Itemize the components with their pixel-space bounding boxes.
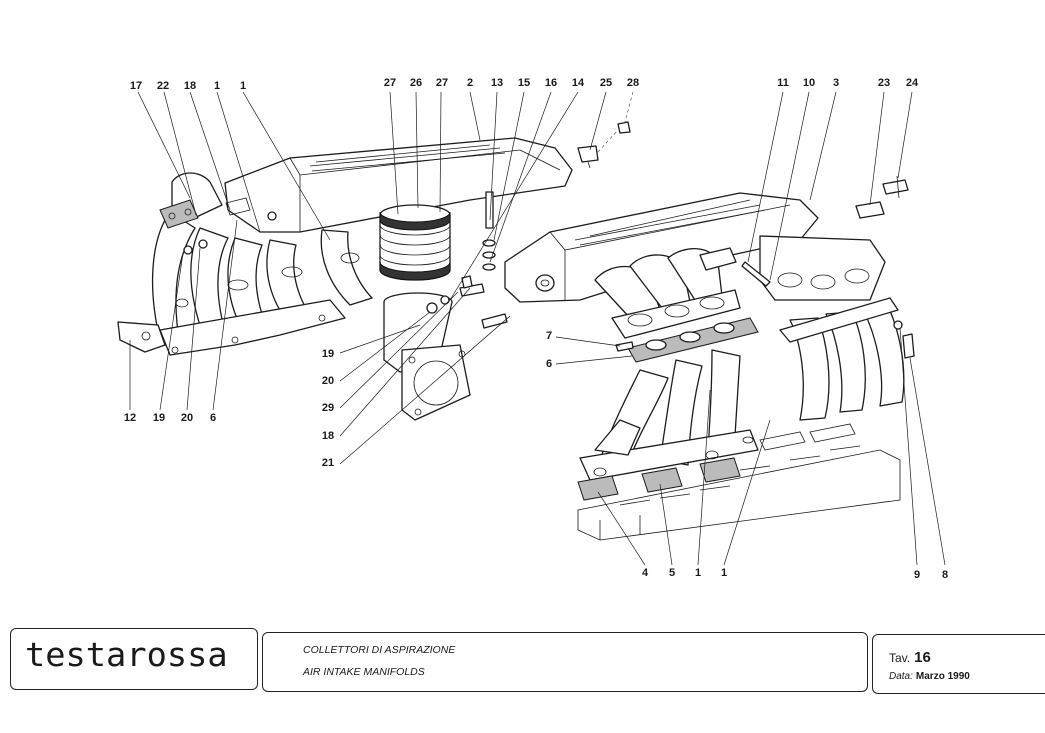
callout-14: 14 (571, 77, 585, 89)
callout-24: 24 (905, 77, 919, 89)
callout-6: 6 (545, 358, 553, 370)
date-value: Marzo 1990 (915, 671, 970, 682)
rubber-bellows-and-clamps (379, 204, 451, 281)
callout-1: 1 (694, 567, 702, 579)
callout-28: 28 (626, 77, 640, 89)
callout-10: 10 (802, 77, 816, 89)
callout-27: 27 (435, 77, 449, 89)
callout-2: 2 (466, 77, 474, 89)
callout-11: 11 (777, 77, 789, 89)
leader-lines (129, 91, 946, 566)
callout-1: 1 (213, 80, 221, 92)
cylinder-head-and-gaskets (577, 423, 901, 541)
callout-29: 29 (321, 402, 335, 414)
callout-4: 4 (641, 567, 649, 579)
title-italian: COLLETTORI DI ASPIRAZIONE (303, 644, 456, 656)
lower-manifold-runners (579, 297, 915, 481)
callout-25: 25 (599, 77, 613, 89)
callout-19: 19 (152, 412, 166, 424)
callout-1: 1 (239, 80, 247, 92)
sheet-info-box: Tav.16 Data:Marzo 1990 (872, 634, 1045, 694)
date-label: Data: (889, 671, 913, 682)
callout-13: 13 (490, 77, 504, 89)
sheet-number-row: Tav.16 (889, 649, 931, 666)
gaskets-6-7 (615, 317, 759, 363)
callout-20: 20 (321, 375, 335, 387)
callout-19: 19 (321, 348, 335, 360)
fittings-25-28 (577, 121, 631, 169)
right-intake-manifold (504, 175, 909, 339)
callout-21: 21 (321, 457, 335, 469)
callout-8: 8 (941, 569, 949, 581)
callout-17: 17 (129, 80, 143, 92)
sheet-label: Tav. (889, 651, 911, 665)
title-english: AIR INTAKE MANIFOLDS (303, 666, 425, 678)
callout-22: 22 (156, 80, 170, 92)
date-row: Data:Marzo 1990 (889, 671, 970, 682)
callout-23: 23 (877, 77, 891, 89)
callout-12: 12 (123, 412, 137, 424)
callout-6: 6 (209, 412, 217, 424)
callout-1: 1 (720, 567, 728, 579)
callout-18: 18 (183, 80, 197, 92)
callout-5: 5 (668, 567, 676, 579)
callout-27: 27 (383, 77, 397, 89)
sheet-number: 16 (914, 649, 931, 666)
throttle-adapter (383, 275, 508, 421)
logo-box: testarossa (10, 628, 258, 690)
callout-16: 16 (544, 77, 558, 89)
callout-15: 15 (517, 77, 531, 89)
testarossa-logo: testarossa (25, 635, 228, 674)
title-box: COLLETTORI DI ASPIRAZIONE AIR INTAKE MAN… (262, 632, 868, 692)
callout-7: 7 (545, 330, 553, 342)
callout-3: 3 (832, 77, 840, 89)
callout-9: 9 (913, 569, 921, 581)
callout-20: 20 (180, 412, 194, 424)
callout-18: 18 (321, 430, 335, 442)
callout-26: 26 (409, 77, 423, 89)
exploded-parts-drawing (117, 91, 946, 566)
